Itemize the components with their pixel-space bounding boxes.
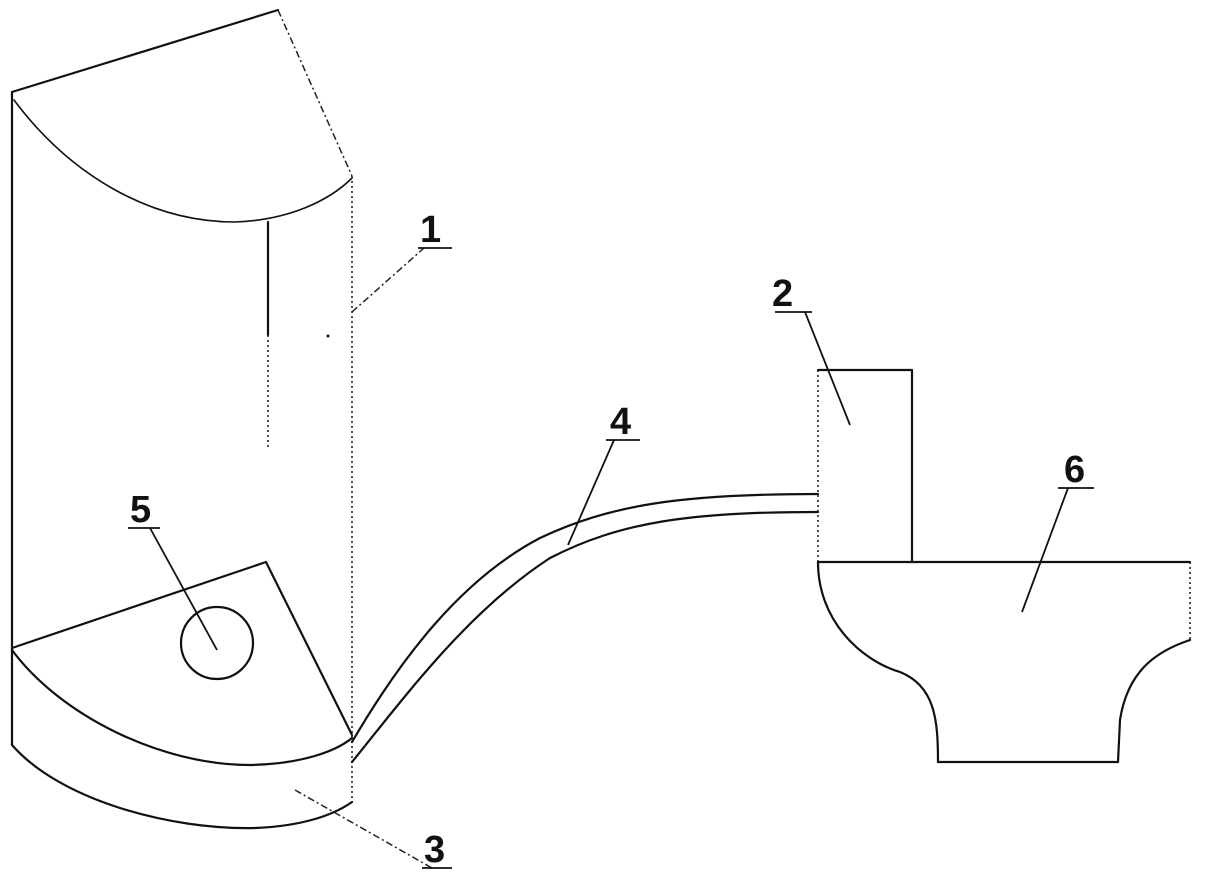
connecting-pipe xyxy=(350,492,820,764)
tank-body xyxy=(10,8,353,800)
label-3: 3 xyxy=(424,829,445,871)
label-5: 5 xyxy=(130,489,151,531)
tank-base xyxy=(10,560,354,830)
toilet-bowl xyxy=(816,560,1192,764)
leader-lines xyxy=(128,247,1094,869)
label-6: 6 xyxy=(1064,449,1085,491)
cistern xyxy=(816,368,914,564)
label-1: 1 xyxy=(420,209,441,251)
outlet-circle xyxy=(179,605,255,681)
label-4: 4 xyxy=(610,401,631,443)
label-2: 2 xyxy=(772,273,793,315)
